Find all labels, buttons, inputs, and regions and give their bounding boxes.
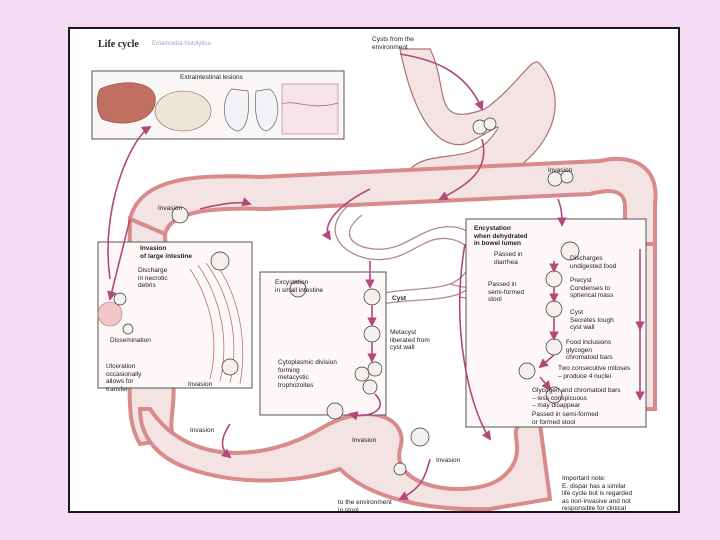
label-discharge: Discharge in necrotic debris <box>138 267 168 289</box>
label-invasion-small: Invasion <box>188 381 213 388</box>
label-food-inclusions: Food inclusions glycogen chromatoid bars <box>566 339 613 361</box>
label-glycogen-bars: Glycogen and chromatoid bars – less cons… <box>532 387 621 409</box>
label-passed-semiformed: Passed in semi-formed stool <box>488 281 525 303</box>
liver-icon <box>96 82 156 124</box>
label-invasion-bottom-right: Invasion <box>436 457 461 464</box>
label-discharges-food: Discharges undigested food <box>570 255 617 270</box>
sigmoid-colon <box>137 407 553 511</box>
transverse-colon <box>127 156 658 246</box>
label-invasion-left: Invasion <box>158 205 183 212</box>
label-two-mitoses: Two consecutive mitoses – produce 4 nucl… <box>558 365 631 380</box>
label-cysts-environment: Cysts from the environment <box>372 36 414 51</box>
label-invasion-upper: Invasion <box>548 167 573 174</box>
lung-icon <box>224 88 279 132</box>
label-invasion-bottom-mid: Invasion <box>352 437 377 444</box>
diagram-frame: Life cycle Entamoeba histolytica Cysts f… <box>68 27 680 513</box>
page-subtitle: Entamoeba histolytica <box>152 41 211 47</box>
label-cyst-wall: Cyst Secretes tough cyst wall <box>570 309 614 331</box>
organisms <box>113 117 580 476</box>
label-cyst: Cyst <box>392 295 407 302</box>
life-cycle-diagram <box>91 48 658 511</box>
label-extraintestinal: Extraintestinal lesions <box>180 74 243 81</box>
label-passed-diarrhea: Passed in diarrhea <box>494 251 523 266</box>
label-to-environment: to the environment in stool <box>338 499 392 513</box>
label-passed-formed: Passed in semi-formed or formed stool <box>532 411 599 426</box>
label-encystation: Encystation when dehydrated in bowel lum… <box>474 225 528 247</box>
flow-arrows <box>107 53 645 500</box>
label-dissemination: Dissemination <box>110 337 151 344</box>
skin-section-icon <box>281 83 339 135</box>
page-title: Life cycle <box>98 39 139 50</box>
label-precyst: Precyst Condenses to spherical mass <box>570 277 614 299</box>
label-invasion-large-intestine: Invasion of large intestine <box>140 245 193 260</box>
necrotic-debris <box>97 301 123 327</box>
label-invasion-bottom-left: Invasion <box>190 427 215 434</box>
label-excystation: Excystation in small intestine <box>275 279 324 294</box>
brain-icon <box>154 90 212 132</box>
label-cytoplasmic-division: Cytoplasmic division forming metacystic … <box>278 359 337 389</box>
label-important-note: Important note: E. dispar has a similar … <box>562 475 633 512</box>
label-ulceration: Ulceration occasionally allows for trans… <box>106 363 142 393</box>
label-metacyst: Metacyst liberated from cyst wall <box>390 329 430 351</box>
